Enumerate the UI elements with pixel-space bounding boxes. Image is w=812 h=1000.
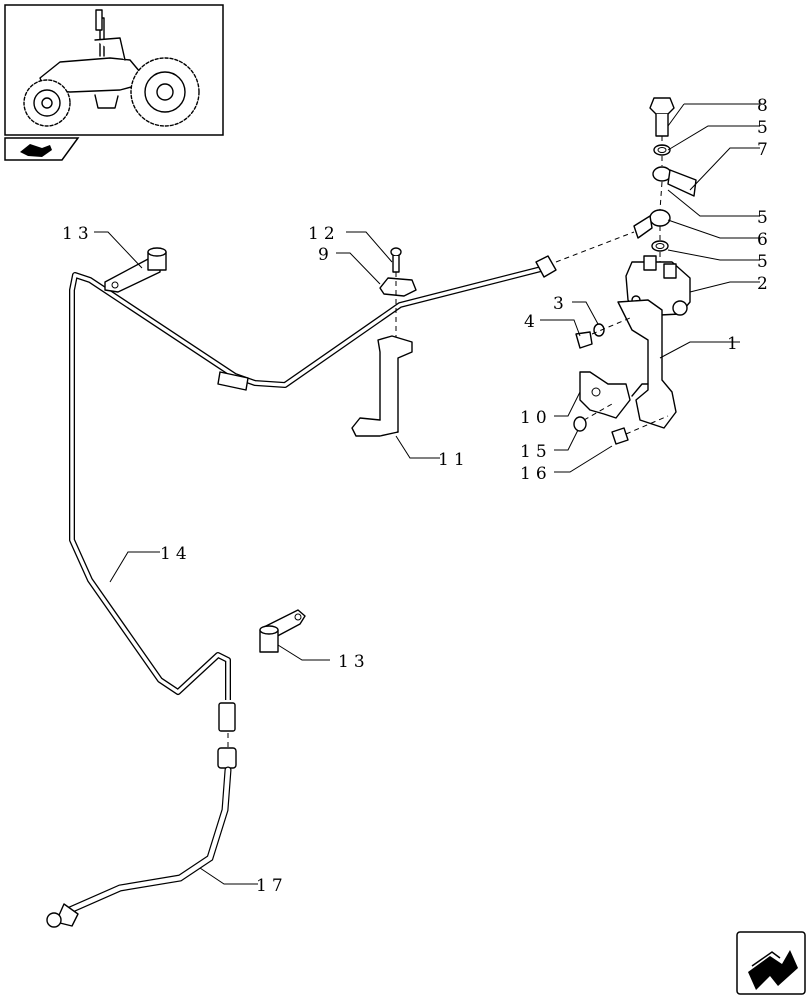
callout-17: 17	[256, 876, 288, 896]
bracket-11	[351, 335, 413, 437]
clip-13-lower	[259, 609, 306, 653]
nut-15	[573, 416, 587, 432]
washer-5-lower	[651, 240, 669, 252]
callout-1: 1	[727, 334, 743, 354]
next-page-arrow-icon[interactable]	[736, 931, 806, 995]
callout-5-lower: 5	[757, 252, 773, 272]
banjo-fitting-7	[652, 166, 697, 197]
callout-5-middle: 5	[757, 208, 773, 228]
clamp-9	[379, 277, 417, 297]
callout-7: 7	[757, 140, 773, 160]
support-bracket-1	[617, 299, 677, 429]
bolt-4	[575, 331, 593, 349]
callout-14: 14	[160, 544, 192, 564]
callout-8: 8	[757, 96, 773, 116]
callout-6: 6	[757, 230, 773, 250]
callout-11: 11	[438, 450, 470, 470]
callout-5-top: 5	[757, 118, 773, 138]
bolt-16	[611, 427, 629, 445]
washer-3	[593, 323, 605, 337]
section-tab-icon[interactable]	[4, 137, 80, 161]
banjo-fitting-6	[633, 209, 671, 239]
brake-pipe-14	[69, 255, 557, 732]
clip-13-upper	[104, 247, 167, 293]
tractor-thumbnail-icon[interactable]	[4, 4, 224, 136]
callout-15: 15	[520, 442, 552, 462]
callout-4: 4	[524, 312, 540, 332]
callout-16: 16	[520, 464, 552, 484]
bracket-10	[579, 371, 631, 419]
bolt-12	[390, 247, 402, 273]
callout-2: 2	[757, 274, 773, 294]
callout-3: 3	[553, 294, 569, 314]
flexible-hose-17	[46, 747, 237, 928]
callout-10: 10	[520, 408, 552, 428]
washer-5-top	[653, 144, 671, 156]
callout-9: 9	[318, 245, 334, 265]
callout-13-upper: 13	[62, 224, 94, 244]
callout-13-lower: 13	[338, 652, 370, 672]
callout-12: 12	[308, 224, 340, 244]
banjo-bolt-8	[649, 97, 675, 137]
leader-lines	[94, 103, 760, 885]
